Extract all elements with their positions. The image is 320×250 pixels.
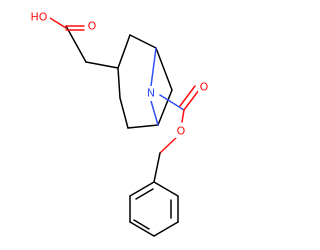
- bridge-nitrogen-label: N: [147, 87, 155, 100]
- label-bg-ho: [30, 10, 50, 24]
- bond-c2-c1: [129, 34, 157, 49]
- label-bg-ester-carbonyl-o: [198, 80, 210, 94]
- phenyl-bond-6: [129, 181, 155, 197]
- bond-ch2-cooh: [65, 25, 87, 63]
- bond-c3-c2: [117, 34, 131, 69]
- label-bg-ester-o: [175, 124, 187, 138]
- bond-ch2-c3: [85, 61, 119, 69]
- bond-c5-c4: [119, 97, 129, 129]
- bond-c4-c3: [117, 67, 121, 99]
- carbonyl-oxygen-label: O: [88, 20, 97, 33]
- bond-c-oh: [49, 17, 67, 29]
- bonds: [49, 17, 200, 237]
- chemical-structure-diagram: HO O N O O: [30, 10, 210, 237]
- label-bg-acid-o: [86, 19, 98, 33]
- bond-carbonyl-o-double-a: [183, 89, 200, 111]
- bond-carbonyl-ester-o: [181, 109, 185, 123]
- bond-c5-n: [150, 100, 159, 126]
- bond-c1-n: [150, 47, 157, 87]
- bond-c6-c5: [127, 124, 159, 129]
- atom-labels: HO O N O O: [30, 10, 210, 138]
- ester-carbonyl-oxygen-label: O: [200, 81, 209, 94]
- phenyl-bond-1: [153, 181, 179, 197]
- bond-c1-c7: [155, 47, 173, 91]
- hydroxyl-oxygen-label: HO: [31, 11, 48, 24]
- bond-ch2-phenyl: [153, 152, 161, 183]
- bond-carbonyl-o-double-b: [179, 85, 196, 107]
- label-bg-n: [145, 86, 158, 101]
- bond-c7-c6: [157, 89, 173, 126]
- bond-n-carbonyl: [159, 94, 185, 111]
- phenyl-double-bond-2: [133, 219, 150, 230]
- bond-ester-o-ch2: [159, 135, 179, 154]
- phenyl-bond-4: [129, 221, 155, 237]
- phenyl-double-bond-3: [135, 188, 154, 200]
- ester-oxygen-label: O: [177, 125, 186, 138]
- phenyl-bond-3: [153, 221, 179, 237]
